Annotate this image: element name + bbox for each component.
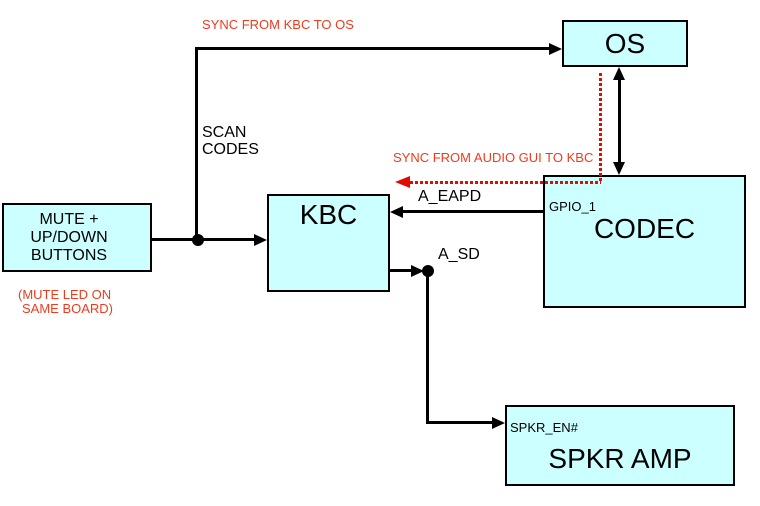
connector-a-eapd bbox=[402, 210, 543, 213]
connector-kbc-to-asd-node bbox=[390, 269, 414, 272]
kbc-box: KBC bbox=[267, 194, 390, 292]
arrowhead-into-os bbox=[549, 43, 562, 55]
arrowhead-into-kbc-left bbox=[254, 234, 267, 246]
connector-to-spkr-amp bbox=[426, 421, 492, 424]
red-arrowhead-toward-kbc bbox=[395, 176, 410, 188]
connector-scan-codes-vertical bbox=[195, 47, 198, 240]
connector-buttons-to-kbc bbox=[152, 238, 256, 241]
kbc-label: KBC bbox=[299, 199, 358, 230]
mute-buttons-label-line1: MUTE + bbox=[39, 210, 99, 228]
signal-label-a-sd: A_SD bbox=[438, 246, 480, 263]
annotation-sync-audio-gui-to-kbc: SYNC FROM AUDIO GUI TO KBC bbox=[393, 150, 594, 165]
connector-os-codec-vertical bbox=[618, 78, 621, 164]
spkr-amp-box: SPKR_EN# SPKR AMP bbox=[505, 405, 735, 486]
red-sync-connector-vertical bbox=[599, 73, 602, 183]
arrowhead-into-os-bottom bbox=[613, 67, 625, 80]
signal-label-codes: CODES bbox=[202, 141, 259, 158]
mute-buttons-label-line2: UP/DOWN bbox=[30, 228, 108, 246]
codec-box: GPIO_1 CODEC bbox=[543, 175, 746, 308]
annotation-mute-led-line2: SAME BOARD) bbox=[22, 301, 114, 316]
arrowhead-into-asd-node bbox=[411, 265, 424, 277]
arrowhead-into-spkr-amp bbox=[492, 417, 505, 429]
signal-label-scan: SCAN bbox=[202, 124, 247, 141]
red-sync-connector-horizontal bbox=[410, 181, 601, 184]
annotation-sync-kbc-to-os: SYNC FROM KBC TO OS bbox=[202, 17, 354, 32]
spkr-en-pin-label: SPKR_EN# bbox=[510, 420, 578, 435]
os-box: OS bbox=[562, 20, 688, 67]
annotation-mute-led-line1: (MUTE LED ON bbox=[18, 287, 112, 302]
codec-label: CODEC bbox=[593, 213, 696, 244]
codec-gpio1-pin-label: GPIO_1 bbox=[549, 199, 596, 214]
junction-dot-scan-codes bbox=[192, 234, 204, 246]
connector-a-sd-vertical bbox=[426, 271, 429, 422]
spkr-amp-label: SPKR AMP bbox=[548, 443, 692, 474]
mute-buttons-label-line3: BUTTONS bbox=[30, 246, 108, 264]
connector-kbc-to-os bbox=[195, 47, 551, 50]
os-label: OS bbox=[604, 27, 646, 59]
mute-updown-buttons-box: MUTE + UP/DOWN BUTTONS bbox=[2, 203, 152, 272]
signal-label-a-eapd: A_EAPD bbox=[418, 188, 482, 205]
arrowhead-into-kbc-right bbox=[390, 206, 403, 218]
arrowhead-into-codec-top bbox=[613, 162, 625, 175]
